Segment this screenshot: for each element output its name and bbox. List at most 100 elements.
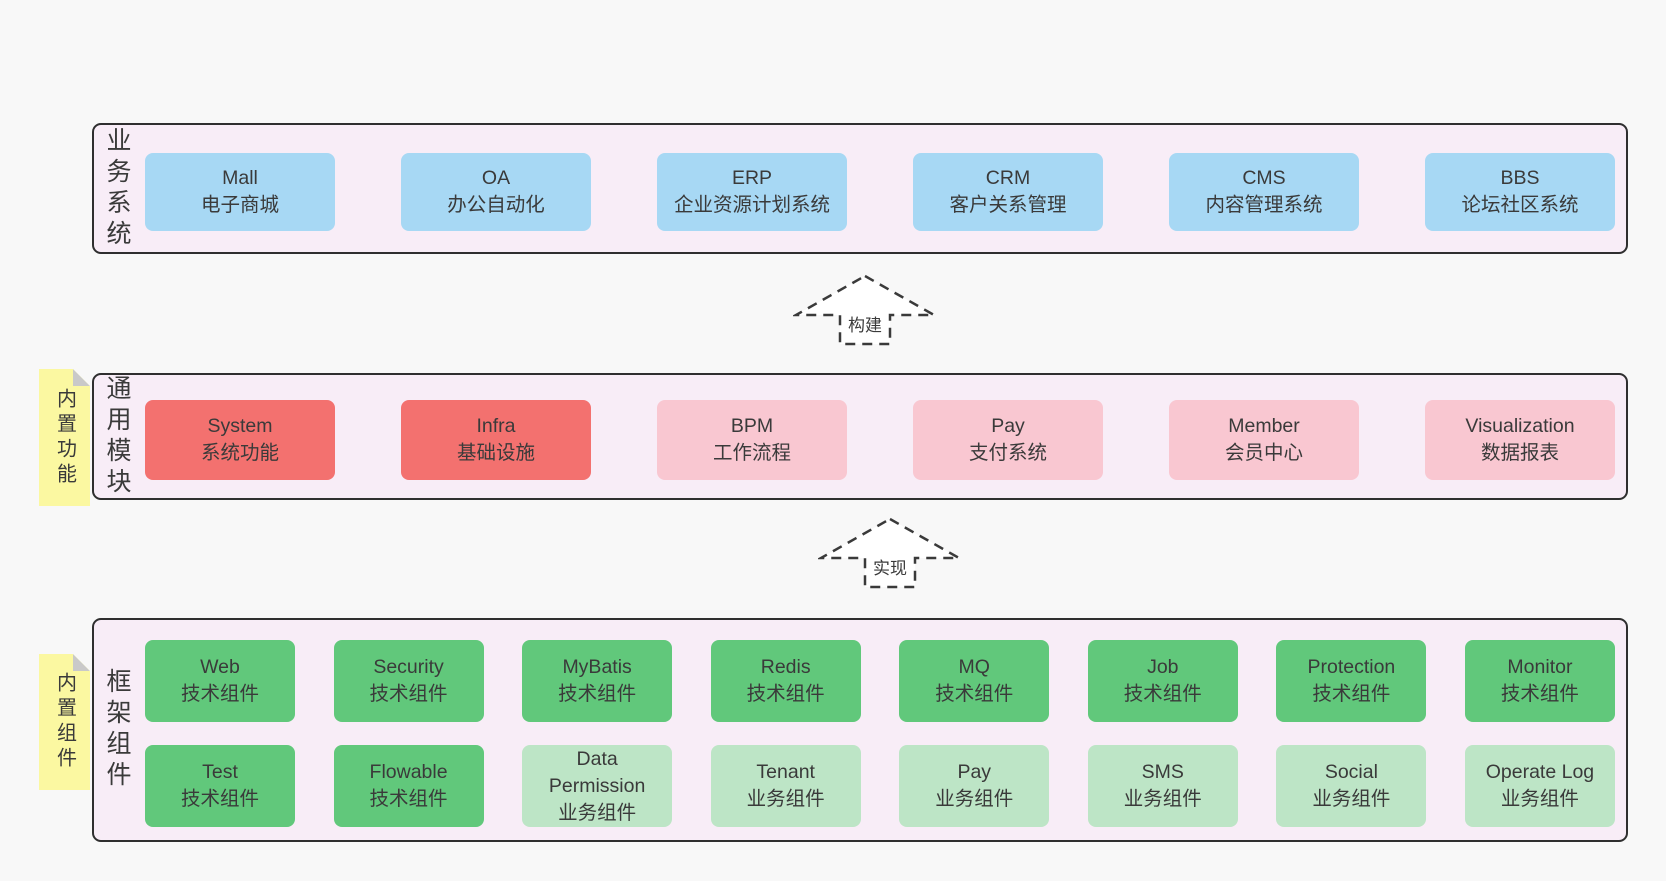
- module-desc: 技术组件: [1500, 683, 1579, 705]
- sticky-note-label: 内置功能: [53, 387, 76, 488]
- module-name: System: [207, 415, 273, 437]
- module-box-operate-log: Operate Log 业务组件: [1464, 745, 1615, 827]
- module-name: Social: [1324, 761, 1378, 783]
- sticky-note-built-in-features: 内置功能: [39, 369, 90, 506]
- module-name: Visualization: [1465, 415, 1575, 437]
- module-box-erp: ERP 企业资源计划系统: [657, 153, 847, 231]
- module-desc: 技术组件: [558, 683, 637, 705]
- module-desc: 技术组件: [369, 788, 448, 810]
- module-name: ERP: [731, 167, 773, 189]
- module-box-sms: SMS 业务组件: [1087, 745, 1238, 827]
- module-name: Operate Log: [1485, 761, 1595, 783]
- sticky-note-built-in-components: 内置组件: [39, 654, 90, 790]
- module-name: BPM: [730, 415, 774, 437]
- module-desc: 业务组件: [1123, 788, 1202, 810]
- module-box-system: System 系统功能: [145, 400, 335, 480]
- module-name: Test: [202, 761, 238, 783]
- module-desc: 办公自动化: [447, 194, 545, 216]
- module-desc: 业务组件: [746, 788, 825, 810]
- module-box-oa: OA 办公自动化: [401, 153, 591, 231]
- module-desc: 内容管理系统: [1205, 194, 1323, 216]
- folded-corner-icon: [73, 654, 90, 671]
- module-desc: 客户关系管理: [949, 194, 1067, 216]
- module-name: Pay: [957, 761, 992, 783]
- module-box-mq: MQ 技术组件: [899, 640, 1050, 722]
- module-name: Mall: [222, 167, 258, 189]
- module-box-mall: Mall 电子商城: [145, 153, 335, 231]
- module-box-member: Member 会员中心: [1169, 400, 1359, 480]
- module-name: Infra: [476, 415, 516, 437]
- module-name: Pay: [991, 415, 1025, 437]
- business-systems-row: Mall 电子商城 OA 办公自动化 ERP 企业资源计划系统 CRM 客户关系管理 CMS 内容…: [145, 153, 1615, 231]
- module-desc: 技术组件: [180, 683, 259, 705]
- module-desc: 业务组件: [1500, 788, 1579, 810]
- module-name: CRM: [985, 167, 1031, 189]
- module-name: BBS: [1500, 167, 1540, 189]
- module-desc: 支付系统: [968, 442, 1047, 464]
- up-arrow-icon: [793, 274, 937, 346]
- module-desc: 数据报表: [1480, 442, 1559, 464]
- module-name: Security: [373, 656, 444, 678]
- panel-label-framework-components: 框架组件: [103, 668, 131, 792]
- module-desc: 电子商城: [200, 194, 279, 216]
- panel-label-business-systems: 业务系统: [103, 126, 131, 251]
- module-desc: 企业资源计划系统: [673, 194, 830, 216]
- module-box-crm: CRM 客户关系管理: [913, 153, 1103, 231]
- module-box-flowable: Flowable 技术组件: [333, 745, 484, 827]
- module-name: Data Permission: [548, 747, 646, 797]
- module-name: Monitor: [1507, 656, 1573, 678]
- arrow-label: 构建: [848, 316, 882, 335]
- module-name: MQ: [958, 656, 990, 678]
- module-box-pay: Pay 支付系统: [913, 400, 1103, 480]
- module-desc: 技术组件: [369, 683, 448, 705]
- module-box-job: Job 技术组件: [1087, 640, 1238, 722]
- sticky-note-label: 内置组件: [53, 672, 76, 772]
- module-name: Tenant: [756, 761, 815, 783]
- module-desc: 技术组件: [935, 683, 1014, 705]
- module-desc: 系统功能: [200, 442, 279, 464]
- module-box-security: Security 技术组件: [333, 640, 484, 722]
- module-name: Web: [200, 656, 240, 678]
- module-name: Member: [1228, 415, 1300, 437]
- module-box-mybatis: MyBatis 技术组件: [522, 640, 673, 722]
- module-box-infra: Infra 基础设施: [401, 400, 591, 480]
- module-desc: 基础设施: [456, 442, 535, 464]
- module-box-tenant: Tenant 业务组件: [710, 745, 861, 827]
- module-desc: 业务组件: [1312, 788, 1391, 810]
- arrow-label: 实现: [873, 559, 907, 578]
- panel-framework-components: 框架组件 Web 技术组件 Security 技术组件 MyBatis 技术组件 Redis…: [92, 618, 1628, 842]
- module-box-bbs: BBS 论坛社区系统: [1425, 153, 1615, 231]
- module-name: Redis: [760, 656, 811, 678]
- module-desc: 技术组件: [1312, 683, 1391, 705]
- module-name: Protection: [1307, 656, 1396, 678]
- module-box-web: Web 技术组件: [145, 640, 295, 722]
- module-desc: 会员中心: [1224, 442, 1303, 464]
- module-box-monitor: Monitor 技术组件: [1464, 640, 1615, 722]
- module-name: Job: [1147, 656, 1179, 678]
- module-name: CMS: [1242, 167, 1286, 189]
- module-desc: 业务组件: [558, 801, 637, 824]
- module-box-cms: CMS 内容管理系统: [1169, 153, 1359, 231]
- module-name: MyBatis: [562, 656, 632, 678]
- module-name: SMS: [1141, 761, 1184, 783]
- panel-business-systems: 业务系统 Mall 电子商城 OA 办公自动化 ERP 企业资源计划系统 CRM 客户关系管理…: [92, 123, 1628, 254]
- module-box-data-permission: Data Permission 业务组件: [522, 745, 673, 827]
- module-box-social: Social 业务组件: [1276, 745, 1427, 827]
- module-desc: 技术组件: [1123, 683, 1202, 705]
- module-name: OA: [481, 167, 511, 189]
- module-box-pay: Pay 业务组件: [899, 745, 1050, 827]
- module-name: Flowable: [369, 761, 448, 783]
- folded-corner-icon: [73, 369, 90, 386]
- arrow-build: 构建: [793, 274, 937, 346]
- up-arrow-icon: [818, 517, 962, 589]
- module-desc: 论坛社区系统: [1461, 194, 1579, 216]
- arrow-implement: 实现: [818, 517, 962, 589]
- module-desc: 业务组件: [935, 788, 1014, 810]
